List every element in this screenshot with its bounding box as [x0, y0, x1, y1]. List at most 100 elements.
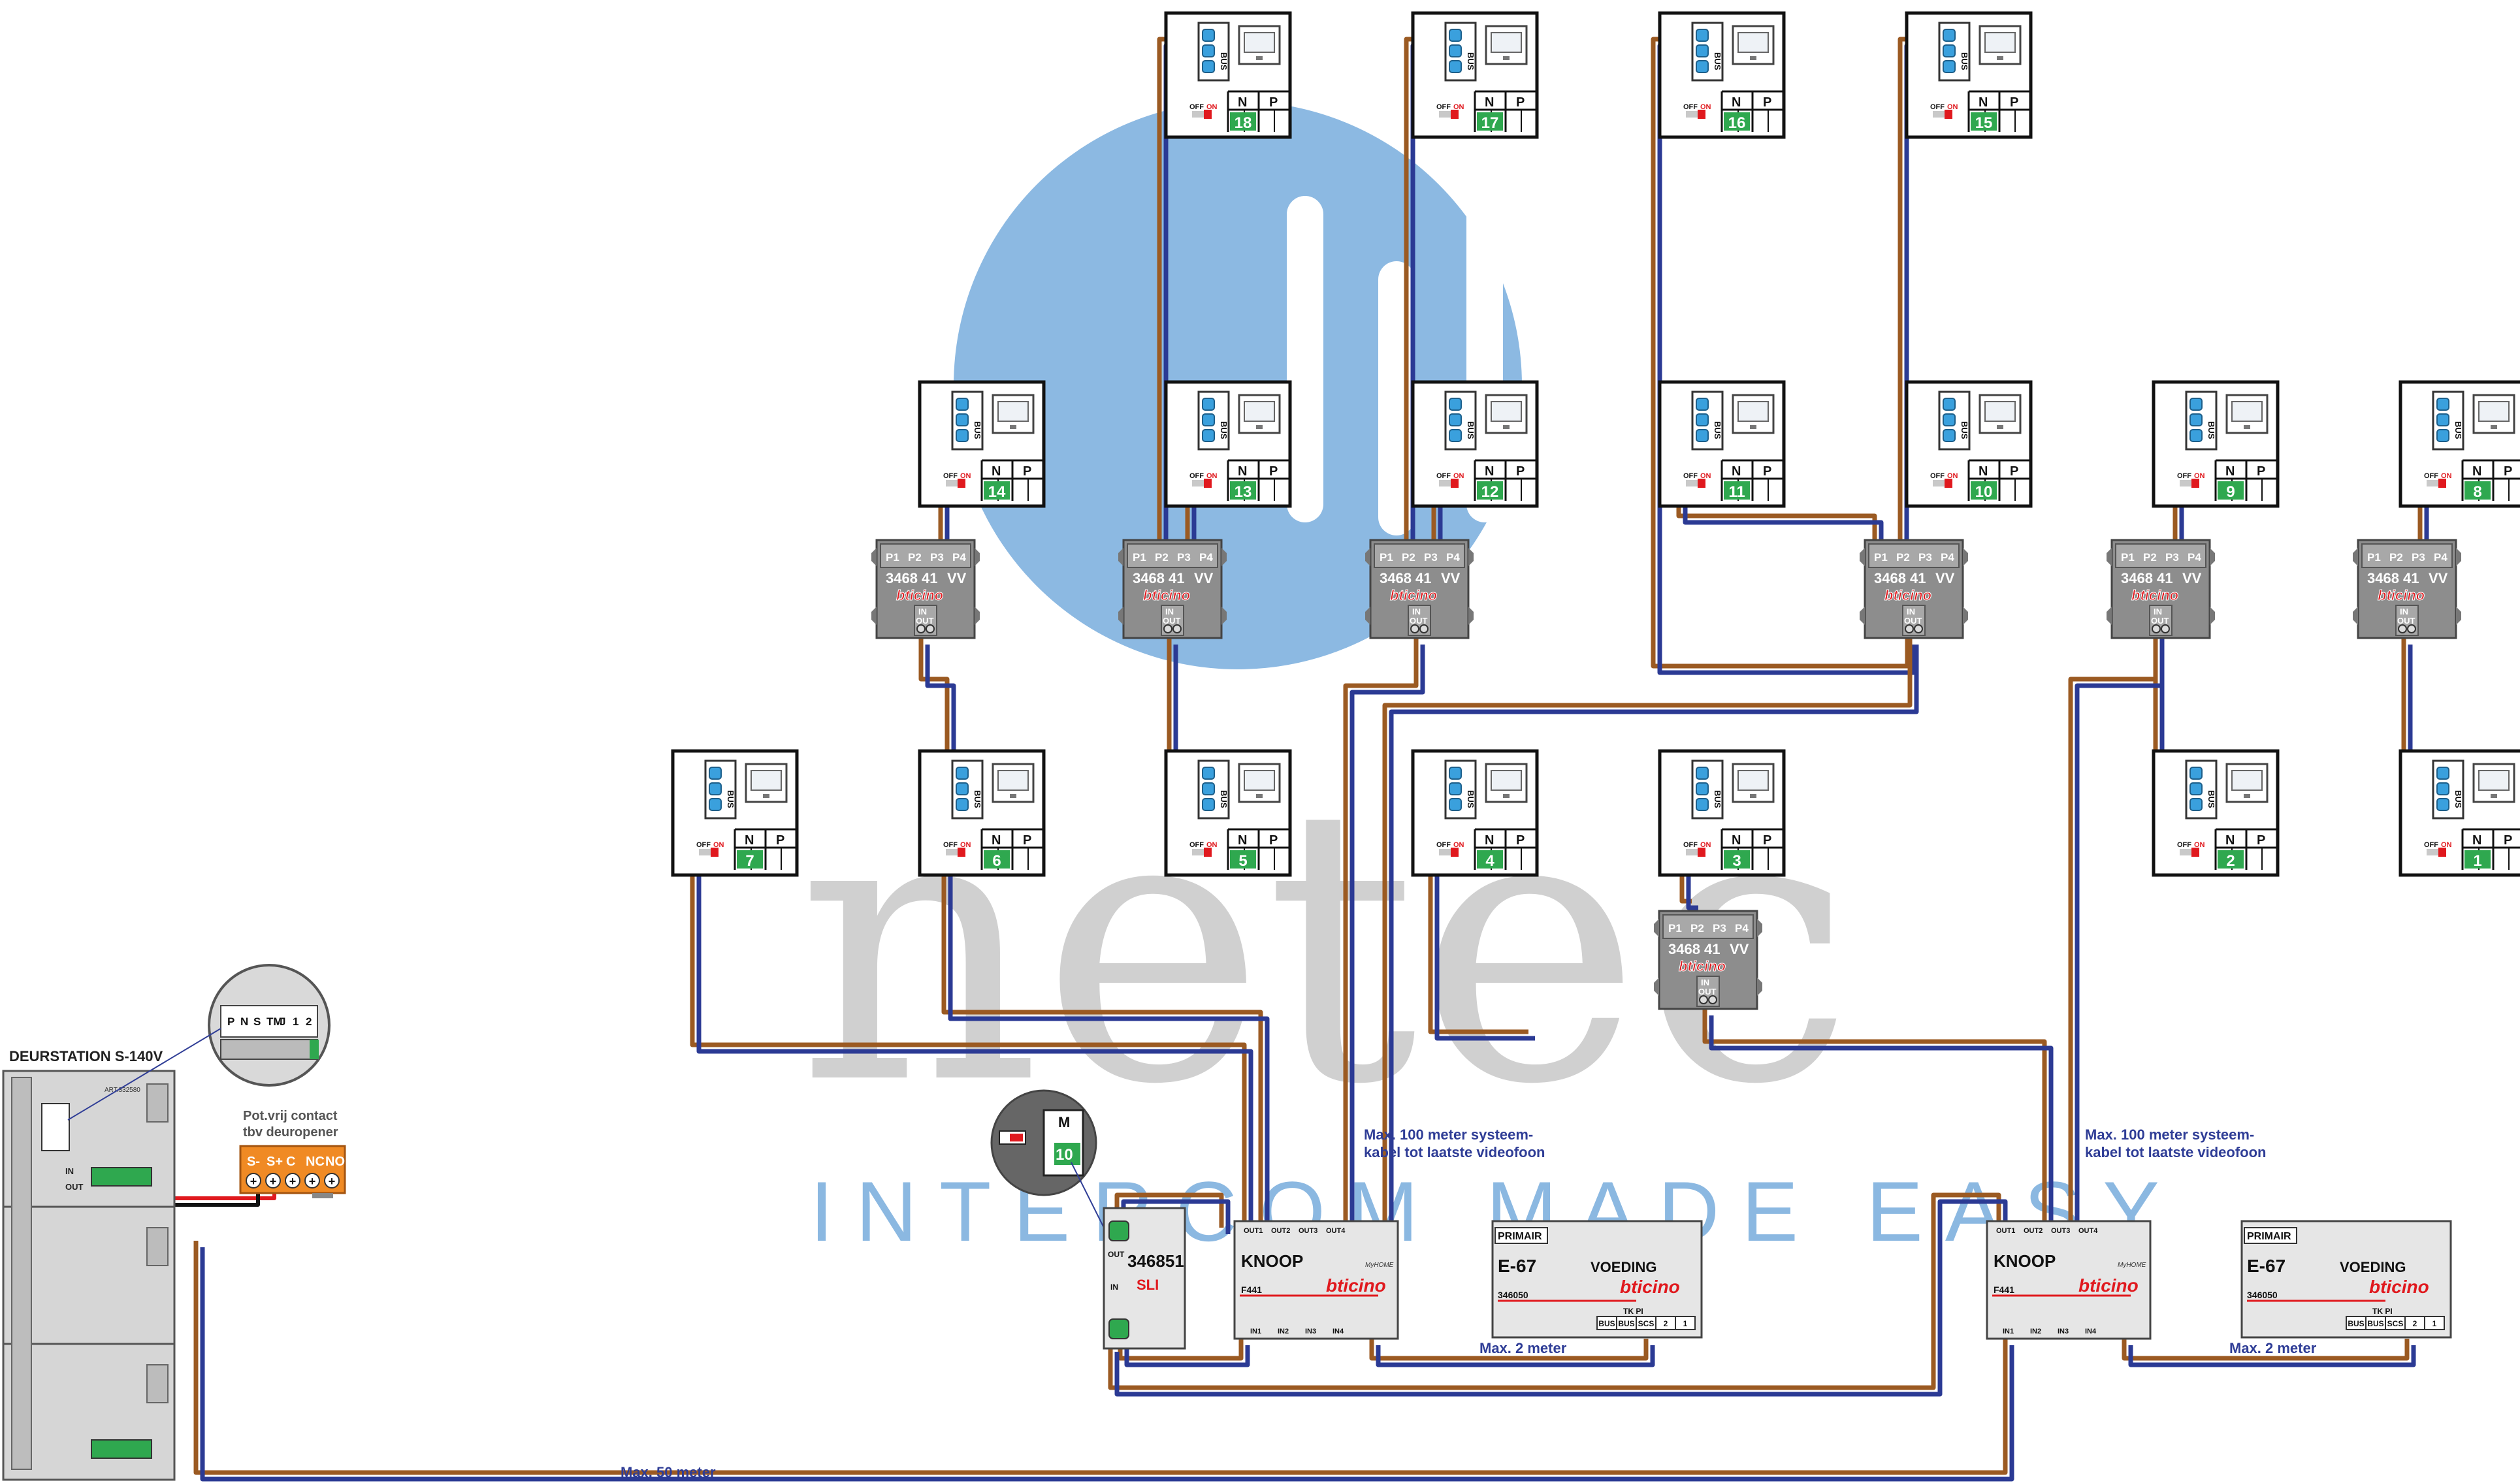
distributor-brand: bticino	[2378, 587, 2425, 603]
distributor-in: IN	[1165, 607, 1174, 616]
door-terminal-label: S	[253, 1015, 261, 1028]
wire-brown	[1343, 638, 1419, 1241]
videofoon-monitor: 12	[1413, 382, 1537, 506]
distributor-port: P4	[1941, 551, 1954, 564]
distributor-port: P2	[1402, 551, 1415, 564]
videofoon-monitor: 17	[1413, 13, 1537, 137]
distributor-model: 3468 41	[886, 570, 938, 586]
voeding-code: 346050	[1498, 1290, 1528, 1300]
videofoon-monitor: 4	[1413, 751, 1537, 875]
monitor-number: 5	[1238, 852, 1247, 870]
voeding-terminal: 2	[1664, 1319, 1668, 1328]
contact-terminal-label: C	[286, 1155, 295, 1169]
distributor-model: 3468 41	[1874, 570, 1926, 586]
voeding-terminal: BUS	[2348, 1319, 2364, 1328]
monitor-number: 14	[988, 483, 1006, 501]
distributor-in: IN	[2154, 607, 2162, 616]
distributor-vv: VV	[1441, 570, 1461, 586]
voeding-subtitle: VOEDING	[1591, 1259, 1656, 1275]
note-max100-right-1: Max. 100 meter systeem-	[2085, 1126, 2254, 1143]
contact-screw: +	[270, 1175, 277, 1188]
monitor-number: 7	[745, 852, 754, 870]
monitor-number: 11	[1728, 483, 1745, 501]
distributor-model: 3468 41	[1133, 570, 1185, 586]
voeding-title: E-67	[2247, 1256, 2286, 1276]
distributor-in: IN	[1412, 607, 1421, 616]
interface-out: OUT	[1108, 1250, 1125, 1259]
distributor-port: P2	[1690, 922, 1704, 934]
knoop-in-label: IN1	[1250, 1328, 1261, 1335]
wire-brown	[1651, 37, 1910, 669]
distributor-brand: bticino	[1390, 587, 1437, 603]
notes: Max. 100 meter systeem- kabel tot laatst…	[621, 1126, 2317, 1480]
distributor-brand: bticino	[1884, 587, 1931, 603]
wire-blue	[200, 1247, 2014, 1482]
distributor-port: P2	[908, 551, 922, 564]
videofoon-monitor: 6	[920, 751, 1044, 875]
knoop-in-label: IN2	[2030, 1328, 2041, 1335]
door-terminal-label: J	[280, 1015, 285, 1028]
wire-brown	[1382, 638, 1913, 1241]
distributor-in: IN	[918, 607, 927, 616]
wire-brown	[1702, 1009, 2047, 1228]
distributor-in: IN	[2400, 607, 2408, 616]
distributor-port: P2	[1155, 551, 1169, 564]
distributor-vv: VV	[2182, 570, 2202, 586]
distributor-out: OUT	[1163, 616, 1181, 626]
voeding-primair: PRIMAIR	[2247, 1231, 2291, 1242]
wire-brown	[918, 638, 950, 784]
distributor-port: P4	[952, 551, 966, 564]
monitor-number: 18	[1235, 114, 1252, 132]
interface-346851: M 10 346851 SLI OUT IN	[990, 1089, 1186, 1350]
monitor-number: 15	[1975, 114, 1993, 132]
door-station-title: DEURSTATION S-140V	[9, 1048, 163, 1064]
contact-screw: +	[329, 1175, 336, 1188]
knoop-out-label: OUT3	[2051, 1227, 2070, 1235]
door-terminal-label: 2	[306, 1015, 312, 1028]
distributor-port: P1	[1133, 551, 1146, 564]
knoop-out-label: OUT2	[2024, 1227, 2043, 1235]
contact-terminal-label: S-	[247, 1155, 260, 1169]
door-in-label: IN	[65, 1166, 74, 1176]
videofoon-monitor: 16	[1660, 13, 1784, 137]
distributor-port: P4	[1735, 922, 1749, 934]
interface-sub: SLI	[1137, 1277, 1159, 1293]
note-max50: Max. 50 meter	[621, 1464, 716, 1480]
monitor-number: 13	[1235, 483, 1252, 501]
wire-brown	[1114, 1192, 1224, 1228]
monitor-number: 17	[1481, 114, 1499, 132]
voeding-terminal: 1	[1683, 1319, 1688, 1328]
knoop-in-label: IN3	[2058, 1328, 2069, 1335]
monitor-number: 12	[1481, 483, 1499, 501]
distributor-vv: VV	[1194, 570, 1214, 586]
knoop-code: F441	[1994, 1284, 2014, 1295]
distributor-port: P3	[1713, 922, 1726, 934]
distributor-port: P1	[1874, 551, 1888, 564]
contact-title-2: tbv deuropener	[243, 1125, 338, 1140]
distributor-vv: VV	[947, 570, 967, 586]
distributor-port: P3	[1177, 551, 1191, 564]
distributor-out: OUT	[2151, 616, 2169, 626]
distributor-brand: bticino	[2131, 587, 2178, 603]
knoop-out-label: OUT3	[1299, 1227, 1317, 1235]
knoop-out-label: OUT4	[2078, 1227, 2098, 1235]
distributor-port: P3	[1918, 551, 1932, 564]
wire-red	[157, 1194, 276, 1200]
monitor-number: 6	[992, 852, 1001, 870]
wire-blue	[925, 645, 956, 790]
monitor-number: 16	[1728, 114, 1746, 132]
contact-terminal-label: NO	[325, 1155, 345, 1169]
knoop-in-label: IN4	[1333, 1328, 1344, 1335]
distributor-brand: bticino	[1679, 958, 1726, 974]
